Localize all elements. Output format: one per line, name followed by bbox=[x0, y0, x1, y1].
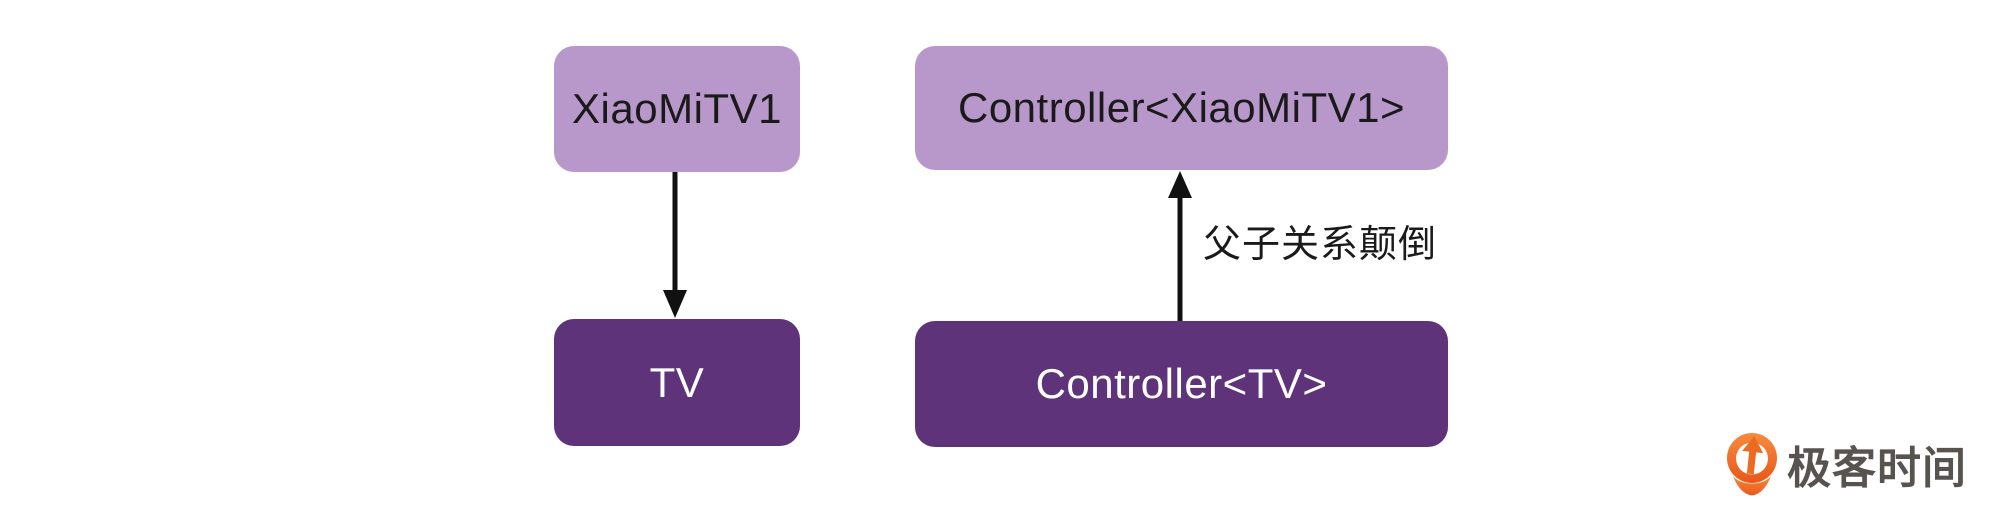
arrow-annotation: 父子关系颠倒 bbox=[1203, 224, 1438, 266]
node-controller-xiaomitv1: Controller<XiaoMiTV1> bbox=[915, 46, 1448, 170]
node-tv: TV bbox=[554, 319, 800, 446]
inheritance-arrow-down bbox=[663, 172, 687, 318]
geektime-logo-text: 极客时间 bbox=[1787, 444, 1967, 493]
inheritance-arrow-up bbox=[1168, 171, 1192, 321]
geektime-pin-q-icon bbox=[1727, 433, 1777, 496]
node-xiaomitv1: XiaoMiTV1 bbox=[554, 46, 800, 172]
node-controller-tv: Controller<TV> bbox=[915, 321, 1448, 447]
geektime-logo: 极客时间 bbox=[1726, 432, 1967, 496]
